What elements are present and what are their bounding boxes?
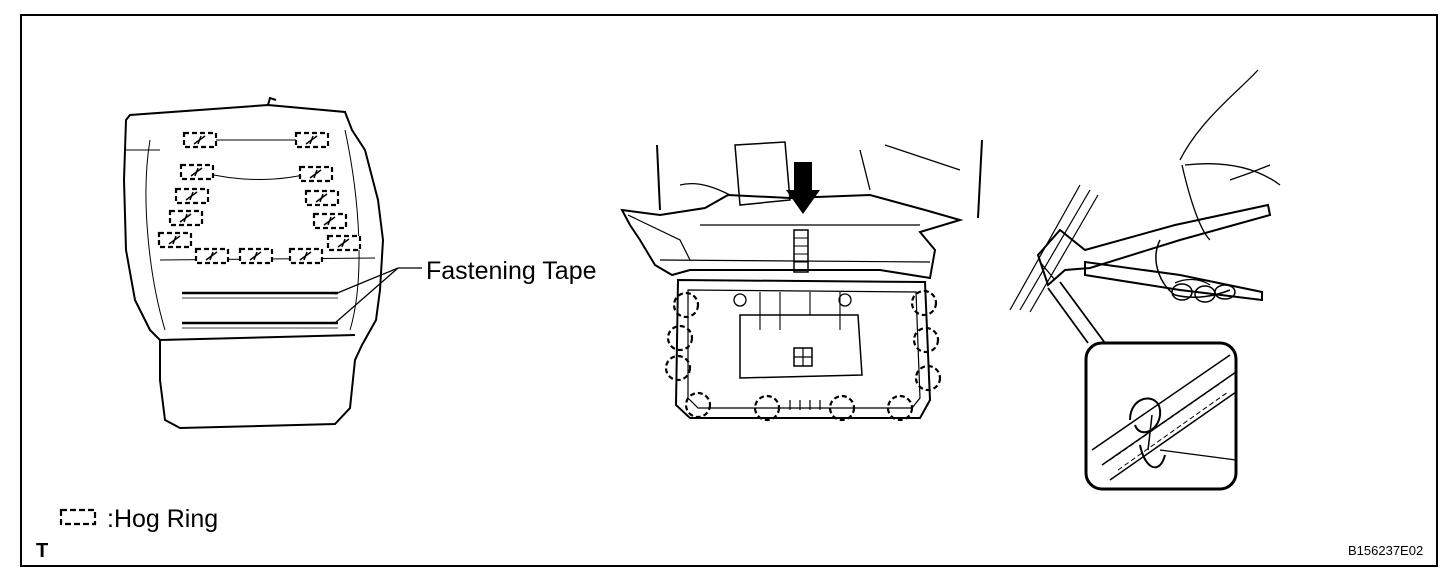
hog-ring-markers-left [157,131,362,265]
hog-ring-legend-label: :Hog Ring [107,505,219,533]
hog-ring-detail-inset [1047,281,1238,491]
fastening-tape-label: Fastening Tape [426,257,597,285]
fastening-tape-leaders [334,267,422,324]
figure-code: B156237E02 [1348,543,1424,558]
pliers-illustration [1009,69,1281,313]
seat-frame-illustration [620,139,983,419]
dashed-rectangle-icon [59,508,97,526]
down-arrow-icon [786,162,820,214]
corner-mark: T [36,540,49,562]
